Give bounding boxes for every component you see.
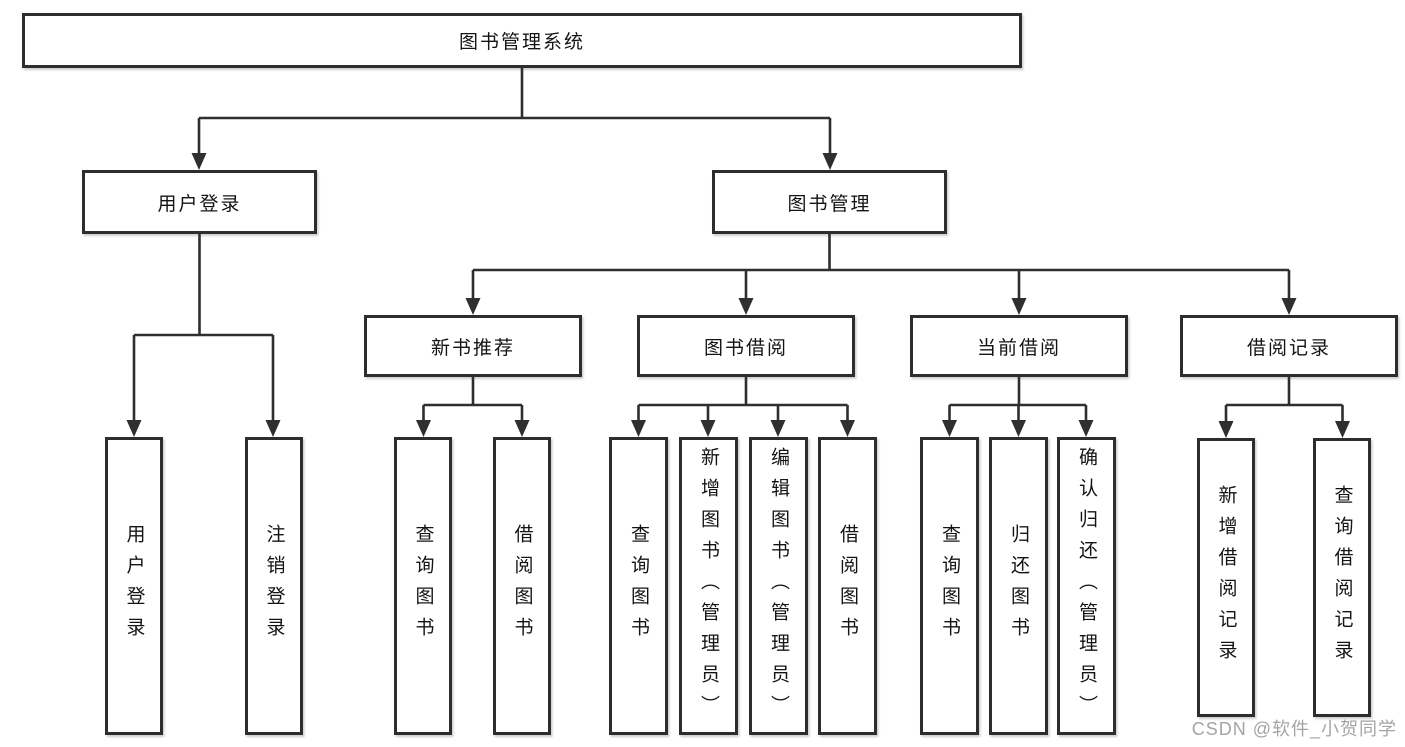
arrowhead [822, 153, 838, 170]
node-new-book-recommend: 新书推荐 [364, 315, 582, 377]
arrowhead [770, 420, 786, 437]
leaf-query-books-borrow: 查询图书 [609, 437, 668, 735]
leaf-borrow-books-recommend: 借阅图书 [493, 437, 551, 735]
leaf-add-book-admin: 新增图书（管理员） [679, 437, 738, 735]
leaf-edit-book-admin: 编辑图书（管理员） [749, 437, 808, 735]
leaf-confirm-return-admin: 确认归还（管理员） [1057, 437, 1116, 735]
arrowhead [465, 298, 481, 315]
arrowhead [1335, 421, 1350, 438]
arrowhead [1011, 298, 1027, 315]
connector-book-borrow [631, 377, 855, 437]
arrowhead [840, 420, 855, 437]
watermark: CSDN @软件_小贺同学 [1191, 719, 1397, 739]
arrowhead [191, 153, 207, 170]
leaf-query-books-recommend: 查询图书 [394, 437, 452, 735]
node-book-borrow: 图书借阅 [637, 315, 855, 377]
leaf-add-borrow-record: 新增借阅记录 [1197, 438, 1255, 717]
arrowhead [1218, 421, 1234, 438]
leaf-query-books-current: 查询图书 [920, 437, 979, 735]
arrowhead [1281, 298, 1297, 315]
node-book-management: 图书管理 [712, 170, 947, 234]
connector-user-login [126, 234, 281, 437]
leaf-user-login: 用户登录 [105, 437, 163, 735]
arrowhead [942, 420, 957, 437]
arrowhead [126, 420, 142, 437]
node-user-login: 用户登录 [82, 170, 317, 234]
connector-borrow-records [1218, 377, 1350, 438]
leaf-logout: 注销登录 [245, 437, 303, 735]
arrowhead [738, 298, 754, 315]
connector-book-management [465, 234, 1297, 315]
node-root: 图书管理系统 [22, 13, 1022, 68]
node-current-borrow: 当前借阅 [910, 315, 1128, 377]
connector-new-book-recommend [416, 377, 530, 437]
arrowhead [265, 420, 281, 437]
connector-current-borrow [942, 377, 1094, 437]
arrowhead [700, 420, 716, 437]
arrowhead [416, 420, 431, 437]
leaf-return-book: 归还图书 [989, 437, 1048, 735]
connector-root [191, 68, 838, 170]
arrowhead [1011, 420, 1026, 437]
leaf-query-borrow-record: 查询借阅记录 [1313, 438, 1371, 717]
arrowhead [1078, 420, 1094, 437]
arrowhead [631, 420, 646, 437]
node-borrow-records: 借阅记录 [1180, 315, 1398, 377]
arrowhead [514, 420, 530, 437]
leaf-borrow-books: 借阅图书 [818, 437, 877, 735]
